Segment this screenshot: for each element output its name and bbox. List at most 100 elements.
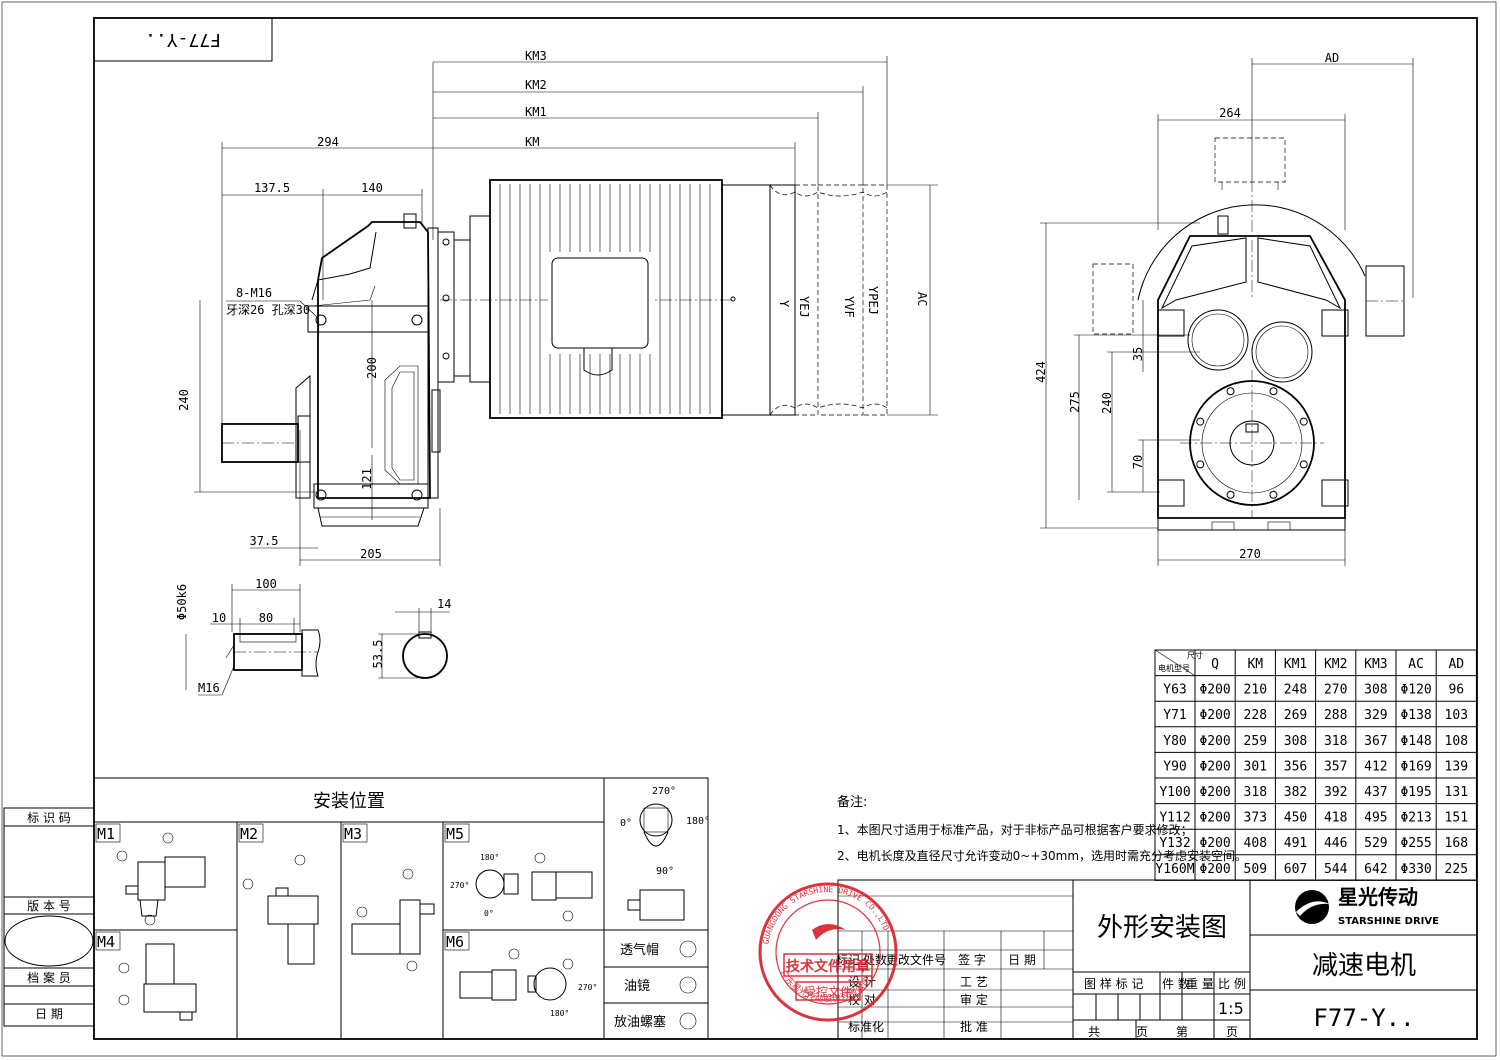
table-cell: 269 bbox=[1284, 708, 1307, 723]
table-row-motor: Y112 bbox=[1159, 811, 1190, 826]
table-cell: 450 bbox=[1284, 811, 1307, 826]
corner-code: F77-Y.. bbox=[145, 29, 221, 50]
corner-code-box bbox=[93, 17, 273, 62]
table-header: AD bbox=[1448, 657, 1464, 672]
m5-sketch: 180° 270° 0° bbox=[450, 852, 593, 922]
table-cell: 418 bbox=[1324, 811, 1347, 826]
pos-m5: M5 bbox=[446, 825, 464, 843]
dim-424: 424 bbox=[1034, 361, 1048, 383]
table-cell: Φ200 bbox=[1199, 708, 1230, 723]
side-label-date: 日 期 bbox=[35, 1007, 63, 1021]
table-cell: 607 bbox=[1284, 862, 1307, 877]
notes: 备注: 1、本图尺寸适用于标准产品，对于非标产品可根据客户要求修改； 2、电机长… bbox=[837, 794, 1247, 863]
dim-km: KM bbox=[525, 135, 539, 149]
label-ypej: YPEJ bbox=[866, 286, 880, 315]
dim-35: 35 bbox=[1131, 347, 1145, 361]
table-cell: 437 bbox=[1364, 785, 1387, 800]
table-cell: Φ200 bbox=[1199, 734, 1230, 749]
control-stamp: GUANGDONG STARSHINE DRIVE CO.,LTD 广东星光传动… bbox=[758, 882, 898, 1022]
dim-240: 240 bbox=[177, 389, 191, 411]
table-cell: 248 bbox=[1284, 683, 1307, 698]
notes-title: 备注: bbox=[837, 794, 867, 810]
dim-270: 270 bbox=[1239, 547, 1261, 561]
table-header: KM1 bbox=[1284, 657, 1307, 672]
table-corner-top: 尺寸 bbox=[1187, 650, 1203, 660]
motor-cooling-fins bbox=[499, 184, 711, 414]
table-cell: Φ200 bbox=[1199, 836, 1230, 851]
dial-0: 0° bbox=[620, 818, 632, 829]
table-row-motor: Y132 bbox=[1159, 836, 1190, 851]
dim-70: 70 bbox=[1131, 455, 1145, 469]
table-cell: 544 bbox=[1324, 862, 1348, 877]
bolt-depth: 牙深26 孔深30 bbox=[226, 303, 310, 317]
table-cell: 392 bbox=[1324, 785, 1347, 800]
dial-180: 180° bbox=[686, 816, 710, 827]
table-cell: Φ195 bbox=[1400, 785, 1431, 800]
side-view-vertical-dims: 200 240 121 37.5 205 bbox=[177, 300, 441, 566]
note-2: 2、电机长度及直径尺寸允许变动0~+30mm，选用时需充分考虑安装空间。 bbox=[837, 848, 1247, 863]
m6-angle-180: 180° bbox=[550, 1009, 569, 1018]
table-cell: 103 bbox=[1445, 708, 1468, 723]
attr-qty: 件 数 bbox=[1162, 976, 1190, 991]
pos-m2: M2 bbox=[240, 825, 258, 843]
table-row-motor: Y80 bbox=[1163, 734, 1186, 749]
table-cell: 308 bbox=[1284, 734, 1307, 749]
table-header: KM2 bbox=[1324, 657, 1347, 672]
label-ac: AC bbox=[915, 292, 929, 306]
dim-294: 294 bbox=[317, 135, 339, 149]
dim-37-5: 37.5 bbox=[250, 534, 279, 548]
table-cell: Φ120 bbox=[1400, 683, 1431, 698]
sheet-no-unit: 页 bbox=[1226, 1025, 1238, 1039]
role-label: 设 计 bbox=[848, 975, 876, 989]
role-label-2: 工 艺 bbox=[960, 975, 988, 989]
revision-col: 签 字 bbox=[958, 952, 986, 967]
table-row-motor: Y71 bbox=[1163, 708, 1186, 723]
product-name: 减速电机 bbox=[1312, 951, 1416, 981]
dim-shaft-depth: 53.5 bbox=[371, 640, 385, 669]
m5-angle-180: 180° bbox=[480, 853, 499, 862]
attr-drawing-mark: 图 样 标 记 bbox=[1084, 976, 1143, 991]
table-cell: 318 bbox=[1324, 734, 1347, 749]
table-row-motor: Y100 bbox=[1159, 785, 1190, 800]
revision-col: 日 期 bbox=[1008, 953, 1036, 967]
role-label: 校 对 bbox=[848, 992, 876, 1007]
side-label-id-code: 标 识 码 bbox=[27, 811, 71, 825]
dial-270: 270° bbox=[652, 786, 676, 797]
m6-angle-270: 270° bbox=[578, 983, 597, 992]
sheet-total-unit: 页 bbox=[1136, 1025, 1148, 1039]
bolt-spec: 8-M16 bbox=[236, 286, 272, 300]
table-cell: 228 bbox=[1244, 708, 1267, 723]
table-row-motor: Y63 bbox=[1163, 683, 1186, 698]
dim-km2: KM2 bbox=[525, 78, 547, 92]
mounting-legend: 透气帽 油镜 放油螺塞 bbox=[604, 929, 708, 1030]
table-cell: 270 bbox=[1324, 683, 1347, 698]
terminal-box bbox=[551, 257, 649, 349]
table-cell: 491 bbox=[1284, 836, 1307, 851]
table-cell: 373 bbox=[1244, 811, 1267, 826]
attr-weight: 重 量 bbox=[1186, 977, 1214, 991]
dim-shaft-100: 100 bbox=[255, 577, 277, 591]
m2-sketch bbox=[242, 854, 319, 965]
company-logo: 星光传动 STARSHINE DRIVE bbox=[1295, 885, 1439, 927]
note-1: 1、本图尺寸适用于标准产品，对于非标产品可根据客户要求修改； bbox=[837, 822, 1193, 837]
table-header: Q bbox=[1211, 657, 1219, 672]
title-block: 标记处数更改文件号签 字日 期设 计校 对标准化工 艺审 定批 准 外形安装图 … bbox=[836, 879, 1478, 1040]
company-name-en: STARSHINE DRIVE bbox=[1338, 916, 1439, 927]
table-cell: 108 bbox=[1445, 734, 1468, 749]
shaft-detail: 100 10 80 Φ50k6 M16 14 53 bbox=[175, 577, 457, 696]
motor-type-labels: Y YEJ YVF YPEJ AC bbox=[777, 286, 929, 318]
table-cell: 288 bbox=[1324, 708, 1347, 723]
dim-shaft-80: 80 bbox=[259, 611, 273, 625]
table-cell: Φ169 bbox=[1400, 759, 1431, 774]
side-view: KM3 KM2 KM1 KM 294 137.5 140 bbox=[177, 49, 938, 566]
legend-drain-plug: 放油螺塞 bbox=[614, 1014, 666, 1030]
table-cell: Φ200 bbox=[1199, 759, 1230, 774]
pos-m6: M6 bbox=[446, 933, 464, 951]
table-cell: Φ213 bbox=[1400, 811, 1431, 826]
table-header: AC bbox=[1408, 657, 1424, 672]
dim-205: 205 bbox=[360, 547, 382, 561]
dim-140: 140 bbox=[361, 181, 383, 195]
